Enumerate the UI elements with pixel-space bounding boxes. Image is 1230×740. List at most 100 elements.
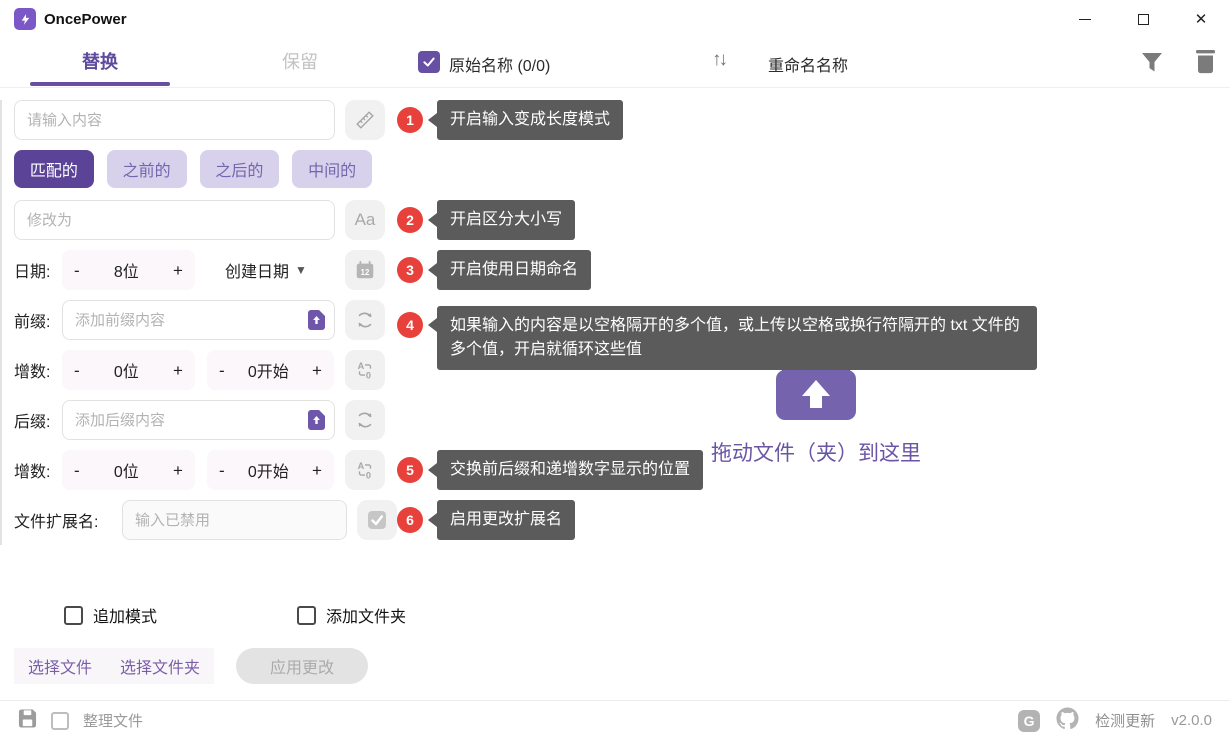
github-icon[interactable] [1056,706,1079,735]
filter-icon[interactable] [1141,52,1163,78]
save-button[interactable] [18,708,37,733]
close-button[interactable]: ✕ [1172,0,1230,38]
tooltip-4-badge: 4 [397,312,423,338]
minimize-icon [1079,18,1091,20]
suffix-digits-plus-button[interactable]: + [173,460,183,480]
gitee-icon[interactable]: G [1018,709,1041,732]
increment-label: 增数: [14,464,51,481]
select-files-button[interactable]: 选择文件 [14,648,107,684]
prefix-start-value: 0开始 [247,364,289,381]
extension-label: 文件扩展名: [14,514,99,531]
date-digits-stepper: - 8位 + [62,250,195,290]
suffix-loop-button[interactable] [345,400,385,440]
tooltip-arrow [428,318,437,332]
date-digits-minus-button[interactable]: - [74,260,80,280]
replace-row: Aa 2 开启区分大小写 [14,200,576,240]
scrollbar-track[interactable] [0,100,2,545]
case-sensitive-button[interactable]: Aa [345,200,385,240]
minimize-button[interactable] [1056,0,1114,38]
titlebar: OncePower ✕ [0,0,1230,38]
mode-match-button[interactable]: 匹配的 [14,150,94,188]
tooltip-3-text: 开启使用日期命名 [437,250,592,290]
append-mode-label: 追加模式 [93,609,158,626]
sort-icon[interactable]: ↑↓ [712,49,728,71]
checkbox-check-icon [368,511,386,529]
tab-replace[interactable]: 替换 [82,52,118,72]
footer-left: 整理文件 [18,708,144,733]
trash-icon[interactable] [1194,49,1217,79]
footer-bar: 整理文件 G 检测更新 v2.0.0 [0,700,1230,740]
suffix-digits-minus-button[interactable]: - [74,460,80,480]
enable-extension-button[interactable] [357,500,397,540]
add-folder-option: 添加文件夹 [297,603,406,627]
sort-up-arrow: ↑ [712,49,721,70]
date-digits-plus-button[interactable]: + [173,260,183,280]
prefix-input[interactable] [62,300,335,340]
date-digits-value: 8位 [113,264,139,281]
header-bar: 替换 保留 原始名称 (0/0) ↑↓ 重命名名称 [0,38,1230,88]
suffix-digits-value: 0位 [113,464,139,481]
rename-name-label: 重命名名称 [768,58,849,75]
add-folder-checkbox[interactable] [297,605,317,625]
organize-files-checkbox[interactable] [51,711,69,730]
select-folders-button[interactable]: 选择文件夹 [106,648,215,684]
suffix-input[interactable] [62,400,335,440]
tab-keep[interactable]: 保留 [282,52,318,72]
apply-changes-button[interactable]: 应用更改 [236,648,369,684]
tooltip-4-text: 如果输入的内容是以空格隔开的多个值，或上传以空格或换行符隔开的 txt 文件的多… [437,306,1037,370]
svg-text:0: 0 [366,470,371,480]
prefix-input-wrap [62,300,335,340]
save-icon [18,708,37,728]
increment-label: 增数: [14,364,51,381]
upload-txt-icon[interactable] [308,310,325,335]
version-label: v2.0.0 [1171,712,1212,729]
case-icon: Aa [354,210,376,229]
original-name-checkbox[interactable] [418,51,440,73]
options-row: 追加模式 添加文件夹 [64,603,406,627]
append-mode-checkbox[interactable] [64,605,83,625]
replace-input[interactable] [14,200,335,240]
tooltip-arrow [428,463,437,477]
letter-number-swap-icon: A0 [358,361,372,380]
date-type-value: 创建日期 [225,264,290,281]
prefix-digits-plus-button[interactable]: + [173,360,183,380]
loop-icon [358,312,372,328]
suffix-start-minus-button[interactable]: - [219,460,225,480]
date-type-dropdown[interactable]: 创建日期 ▼ [225,258,307,282]
prefix-label: 前缀: [14,314,51,331]
upload-txt-icon[interactable] [308,410,325,435]
prefix-digits-stepper: - 0位 + [62,350,195,390]
extension-input[interactable] [122,500,347,540]
mode-middle-button[interactable]: 中间的 [292,150,372,188]
prefix-start-stepper: - 0开始 + [207,350,334,390]
footer-right: G 检测更新 v2.0.0 [1018,706,1212,735]
check-update-link[interactable]: 检测更新 [1095,713,1156,730]
maximize-button[interactable] [1114,0,1172,38]
close-icon: ✕ [1194,11,1208,28]
content-input[interactable] [14,100,335,140]
tooltip-1: 1 开启输入变成长度模式 [397,100,624,140]
tooltip-6-text: 启用更改扩展名 [437,500,576,540]
suffix-start-plus-button[interactable]: + [312,460,322,480]
length-mode-button[interactable] [345,100,385,140]
suffix-digits-stepper: - 0位 + [62,450,195,490]
organize-files-label: 整理文件 [83,713,144,730]
sort-down-arrow: ↓ [718,49,728,70]
prefix-loop-button[interactable] [345,300,385,340]
prefix-start-plus-button[interactable]: + [312,360,322,380]
tooltip-5-badge: 5 [397,457,423,483]
date-naming-button[interactable]: 12 [345,250,385,290]
mode-before-button[interactable]: 之前的 [106,150,187,188]
svg-text:0: 0 [366,370,371,380]
prefix-digits-minus-button[interactable]: - [74,360,80,380]
add-folder-label: 添加文件夹 [326,609,407,626]
tooltip-2-badge: 2 [397,207,423,233]
prefix-start-minus-button[interactable]: - [219,360,225,380]
mode-after-button[interactable]: 之后的 [199,150,280,188]
window-controls: ✕ [1056,0,1230,38]
prefix-row: 前缀: 4 如果输入的内容是以空格隔开的多个值，或上传以空格或换行符隔开的 tx… [14,300,1037,370]
chevron-down-icon: ▼ [295,263,307,277]
